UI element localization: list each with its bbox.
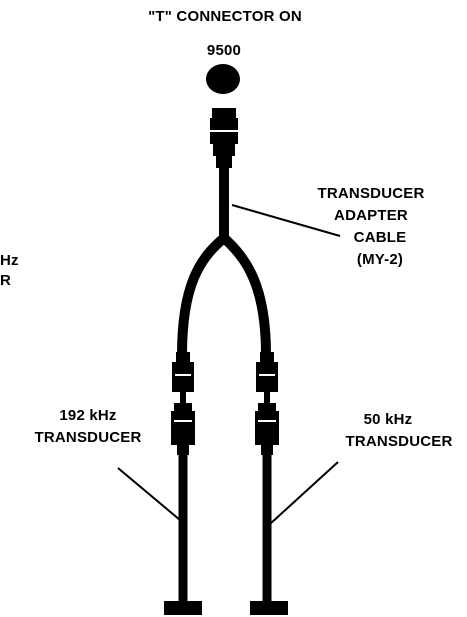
adapter-leader-line [231, 204, 341, 237]
left-transducer-label-line-2: TRANSDUCER [34, 429, 142, 446]
left-edge-label-line-2: R [0, 272, 12, 289]
adapter-label-line-3: CABLE [353, 229, 407, 246]
cable-branch-left [177, 234, 228, 356]
left-connector-upper [172, 352, 194, 392]
right-connector-lower [255, 403, 279, 455]
right-transducer-foot [250, 601, 288, 615]
left-transducer-label-line-1: 192 kHz [59, 407, 117, 424]
right-transducer-label-line-1: 50 kHz [363, 411, 413, 428]
title-line-1: "T" CONNECTOR ON [148, 8, 302, 25]
right-tx-leader-line [269, 461, 339, 525]
title-line-2: 9500 [206, 42, 242, 59]
left-transducer-foot [164, 601, 202, 615]
top-connector-plug [210, 108, 238, 168]
left-tx-leader-line [117, 467, 181, 521]
left-edge-label-line-1: Hz [0, 252, 19, 269]
adapter-label-line-4: (MY-2) [356, 251, 404, 268]
left-connector-lower [171, 403, 195, 455]
right-connector-upper [256, 352, 278, 392]
t-connector-ball [206, 64, 240, 94]
cable-branch-right [220, 234, 271, 356]
right-transducer-label-line-2: TRANSDUCER [345, 433, 453, 450]
adapter-label-line-1: TRANSDUCER [317, 185, 425, 202]
adapter-label-line-2: ADAPTER [334, 207, 408, 224]
